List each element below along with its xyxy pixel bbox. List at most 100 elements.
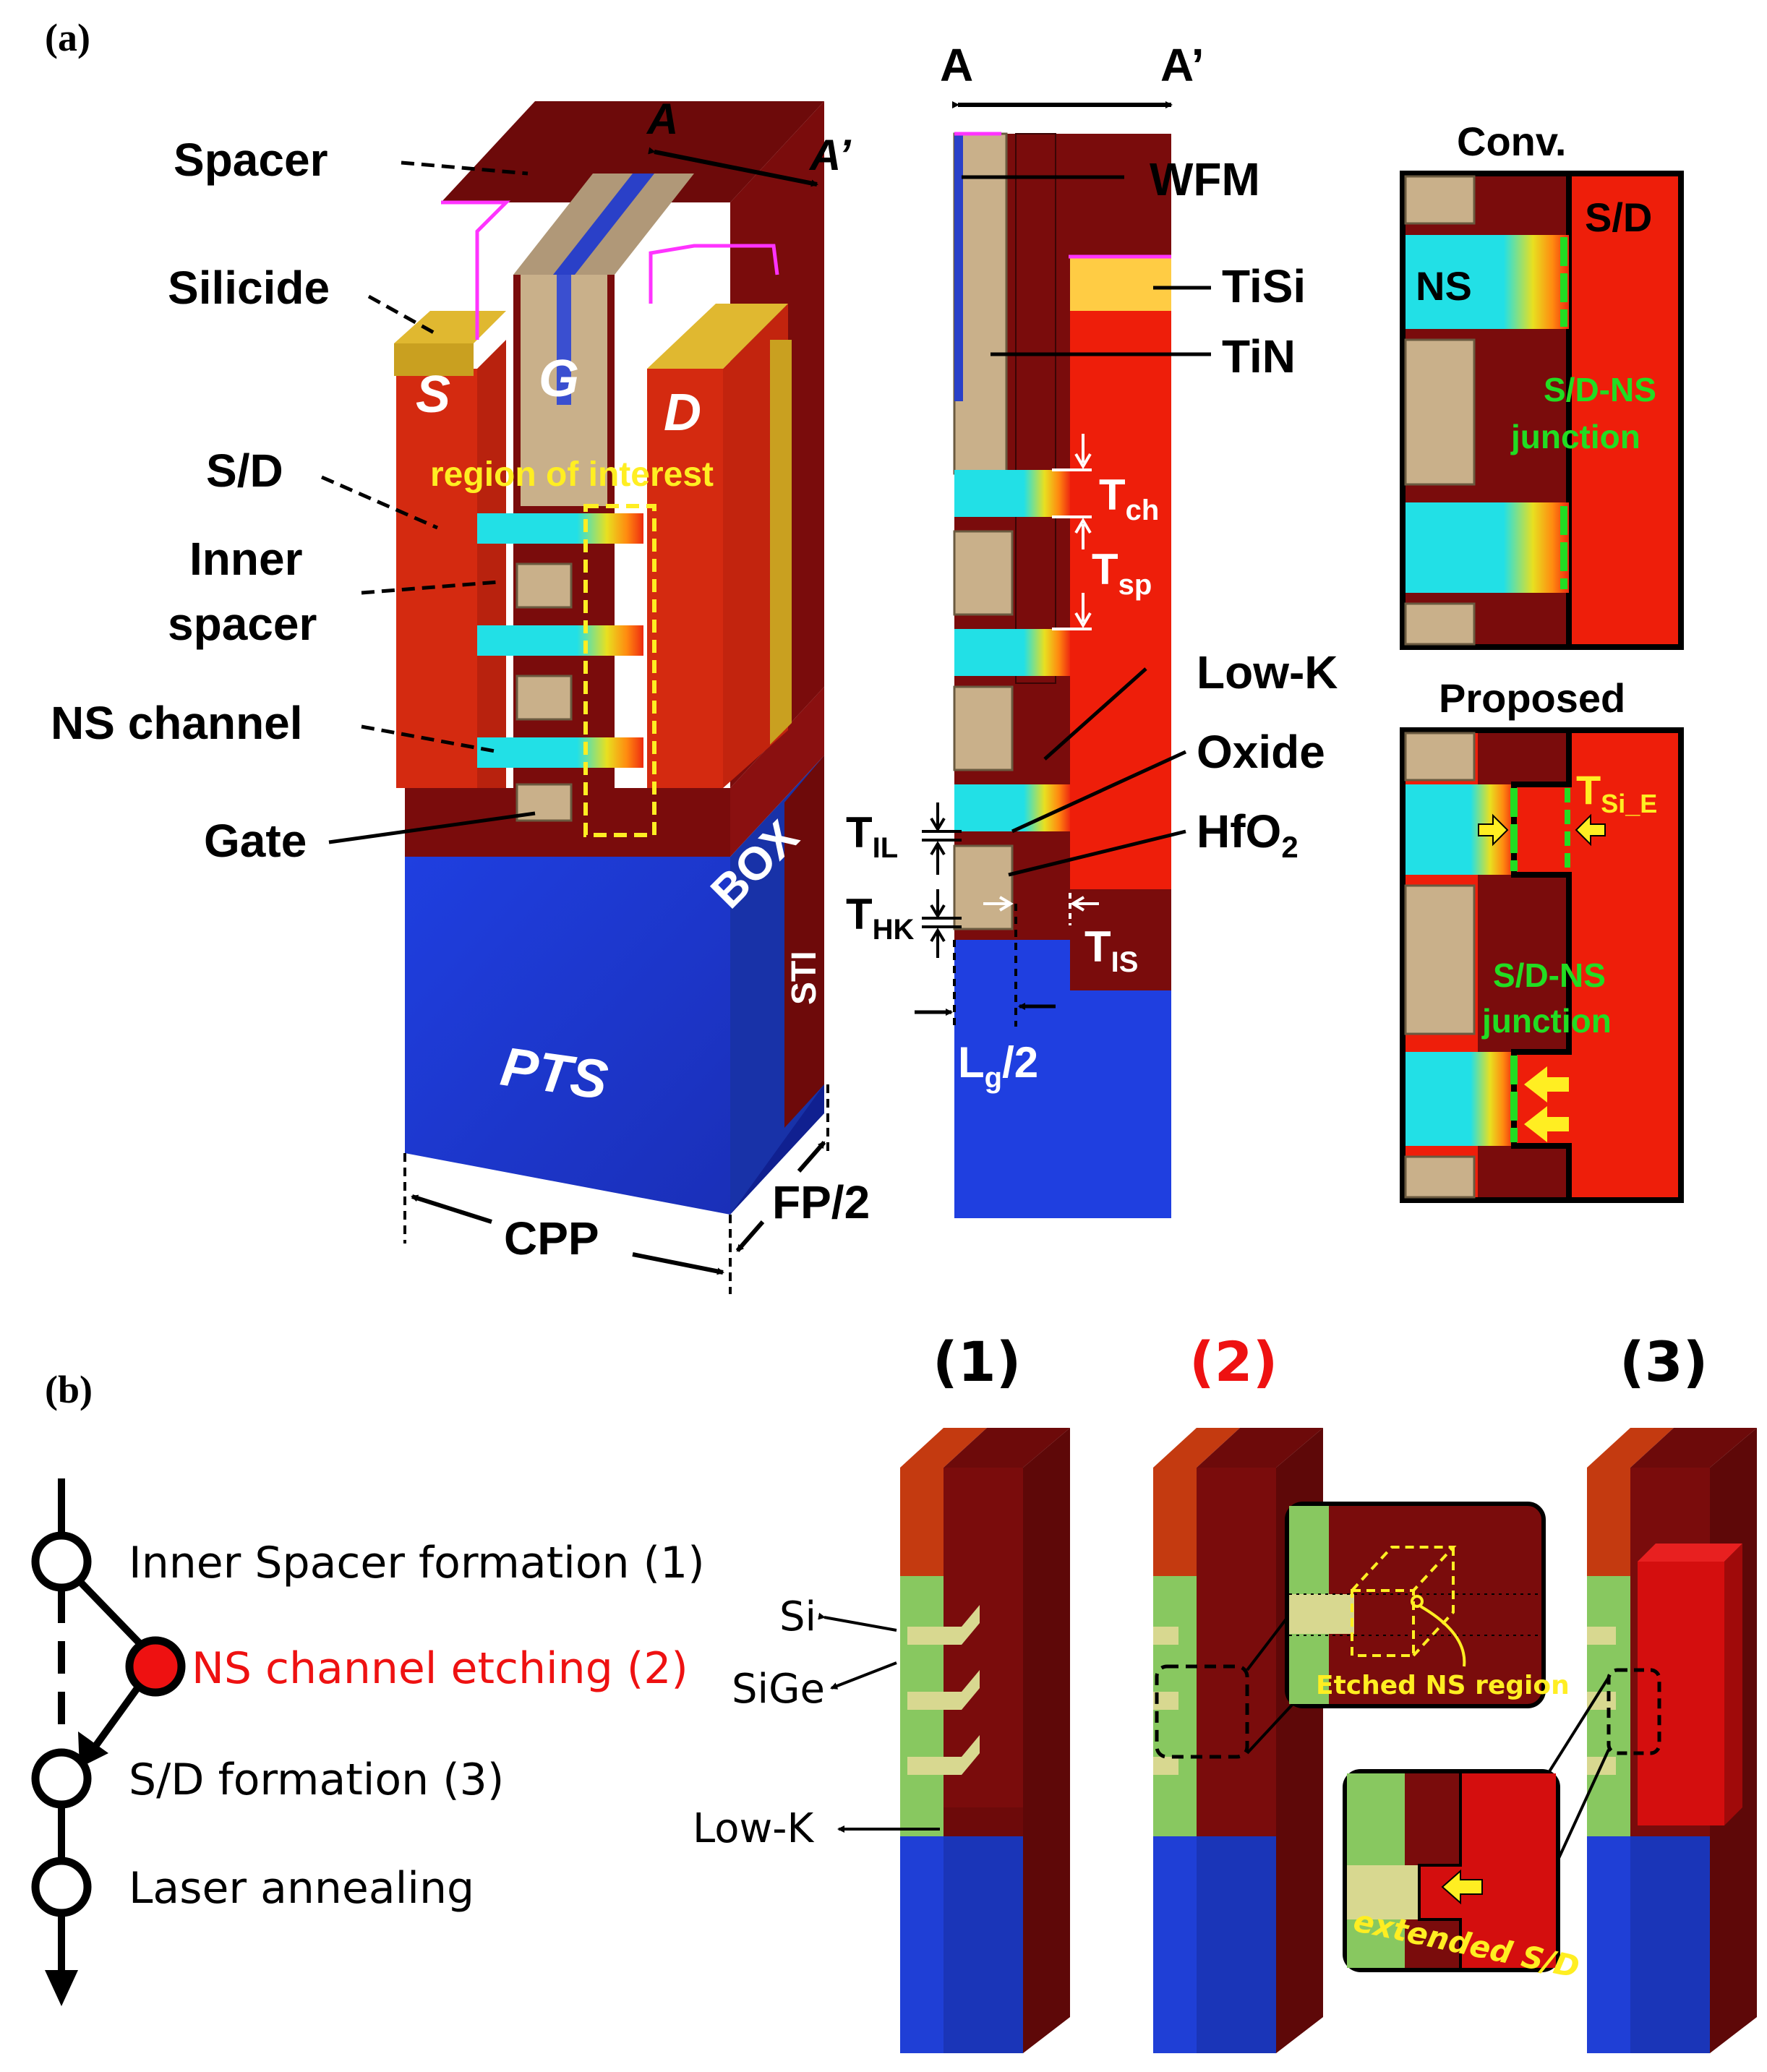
d2-top-orange (1153, 1428, 1240, 1468)
til-arrows (930, 802, 946, 875)
label-sige-arrow (830, 1661, 897, 1690)
xsec-wfm: WFM (1150, 153, 1260, 205)
conv-ns-2 (1406, 502, 1569, 593)
silicide-left (394, 311, 506, 343)
tch-arrow-up (1074, 518, 1092, 549)
d3-sheet-2 (1587, 1692, 1616, 1710)
inner-spacer-label-1: Inner (189, 533, 302, 585)
proposed-gate-bot (1404, 1155, 1476, 1199)
d3-zoom-red (1460, 1773, 1556, 1968)
device-step-1: Si SiGe Low-K (693, 1428, 1070, 2053)
inner-gate-2 (515, 675, 573, 721)
ns-channel-label: NS channel (51, 697, 303, 749)
xsec-ns-2 (954, 629, 1070, 676)
panel-a-tag: (a) (45, 16, 90, 59)
source-side (477, 340, 506, 788)
xsec-a-prime: A’ (1160, 39, 1204, 91)
d3-sd-top (1638, 1544, 1742, 1562)
gate-top-wfm (553, 174, 654, 275)
xsec-tisi-label: TiSi (1222, 260, 1306, 312)
fp-half-label: FP/2 (772, 1176, 870, 1228)
box-layer (405, 788, 730, 857)
til-label: TIL (846, 808, 898, 864)
ns-channel-leader (361, 724, 500, 754)
cross-section: A A’ WFM TiSi TiN (846, 39, 1338, 1218)
conv-gate-bot (1404, 602, 1476, 646)
proposed-arrow-left (1478, 813, 1509, 847)
d3-front-orange (1587, 1468, 1630, 1576)
gate-leader (328, 811, 536, 844)
flow-branch-out (75, 1577, 144, 1648)
xsec-gate-2 (953, 530, 1014, 616)
d3-zoom-outline (1418, 1773, 1462, 1968)
d2-side-blue (1197, 1836, 1276, 2053)
xsec-hfo2: HfO2 (1197, 805, 1298, 864)
device-section-a-prime: A’ (808, 131, 852, 179)
d1-top-orange (900, 1428, 987, 1468)
gate-wfm (557, 275, 571, 405)
pts-body (405, 857, 730, 1215)
process-flow: Inner Spacer formation (1) NS channel et… (31, 1478, 705, 2006)
xsec-a: A (940, 39, 973, 91)
conv-gate-mid (1404, 338, 1476, 486)
drain-block (647, 369, 723, 788)
silicide-liner (770, 340, 792, 745)
d2-etched-leader (1419, 1605, 1466, 1667)
d2-top-dark (1197, 1428, 1323, 1468)
flow-node-2 (125, 1636, 186, 1697)
flow-step-1: Inner Spacer formation (1) (129, 1538, 705, 1588)
proposed-arrow-right (1575, 813, 1606, 847)
xsec-gate-3 (953, 685, 1014, 771)
d3-extend-arrow (1441, 1869, 1483, 1905)
label-low-k: Low-K (693, 1805, 814, 1852)
ns-channel-2 (477, 625, 643, 656)
d2-side-dark (1197, 1468, 1276, 1836)
flow-step-3: S/D formation (3) (129, 1755, 504, 1805)
source-block (396, 369, 477, 788)
conv-inset: Conv. S/D NS S/D-NS junction (1400, 119, 1684, 650)
device-3d: region of interest S G D BOX STI PTS (394, 101, 824, 1215)
conv-title: Conv. (1457, 119, 1566, 164)
flow-step-2: NS channel etching (2) (192, 1643, 688, 1694)
inner-spacer-leader (361, 580, 500, 595)
device-3d-callouts: Spacer Silicide S/D Inner spacer NS chan… (51, 95, 870, 1294)
xsec-gate-4 (953, 844, 1014, 930)
flow-node-4 (31, 1857, 92, 1917)
conv-junction-label-1: S/D-NS (1544, 371, 1656, 408)
tch-label: Tch (1099, 471, 1159, 526)
silicide-label: Silicide (168, 262, 330, 314)
d2-front-orange (1153, 1468, 1197, 1576)
d3-sd-side (1724, 1544, 1742, 1825)
flow-branch-in (87, 1686, 141, 1755)
device-section-a: A (646, 95, 678, 143)
proposed-junction-label-1: S/D-NS (1493, 956, 1606, 994)
thk-arrows (930, 889, 946, 958)
tis-arrows (983, 896, 1099, 912)
d3-focus-box (1606, 1668, 1661, 1755)
d3-callout-line-1 (1546, 1676, 1610, 1776)
region-of-interest-label: region of interest (430, 455, 714, 494)
flow-end-arrowhead (45, 1970, 78, 2006)
proposed-title: Proposed (1439, 675, 1625, 721)
conv-ns-label: NS (1416, 263, 1472, 309)
sd-leader (320, 475, 439, 530)
step-2-title: (2) (1189, 1330, 1278, 1394)
label-sige: SiGe (732, 1666, 825, 1713)
spacer-outline-right (649, 244, 779, 304)
xsec-wfm-strip (954, 134, 963, 401)
d3-sheet-1 (1587, 1627, 1616, 1645)
source-letter: S (416, 366, 450, 424)
proposed-arrow-bot-1 (1524, 1066, 1569, 1103)
ns-channel-3 (477, 737, 643, 768)
d1-right-face (1023, 1428, 1070, 2053)
box-side (730, 687, 824, 857)
proposed-gate-top (1404, 732, 1476, 782)
d3-top-dark (1630, 1428, 1757, 1468)
drain-letter: D (664, 384, 701, 442)
d2-etched-dot (1411, 1595, 1424, 1608)
pts-label: PTS (497, 1036, 612, 1112)
fp-arrow-down (735, 1220, 765, 1252)
d2-sheet-1 (1153, 1627, 1178, 1645)
flow-node-3 (31, 1748, 92, 1809)
